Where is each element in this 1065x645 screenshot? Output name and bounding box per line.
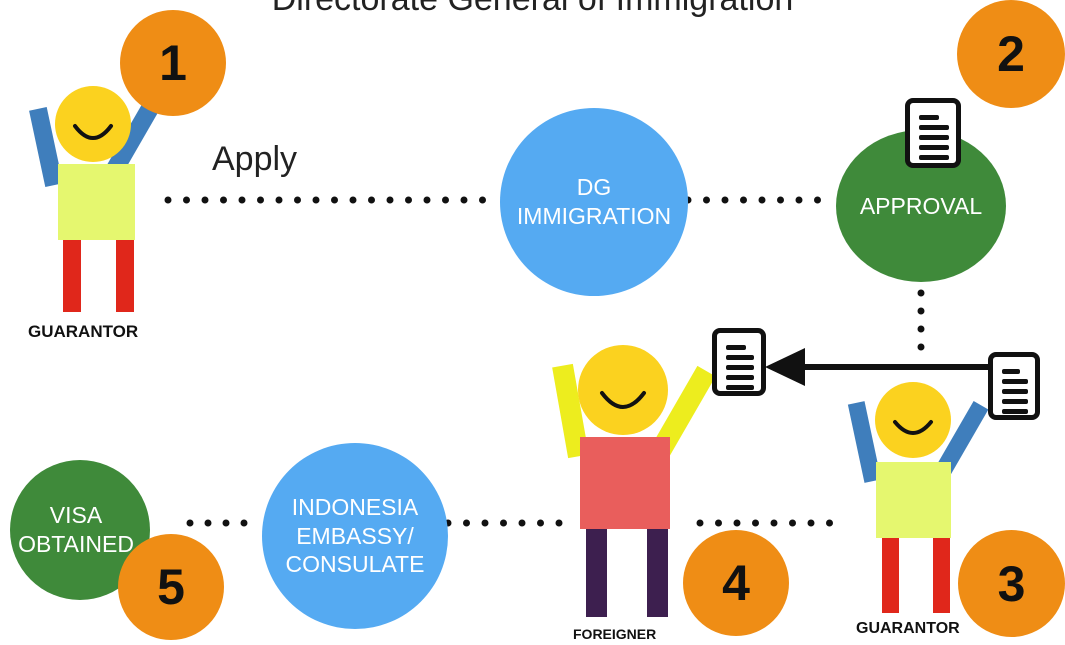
smiley-face [578,345,668,435]
person-torso [580,437,670,529]
document-icon [905,98,961,168]
diagram-title: Directorate General of Immigration [0,0,1065,19]
person-leg-right [933,538,950,613]
person-torso [876,462,951,538]
document-icon [712,328,766,396]
person-leg-right [116,240,134,312]
person-leg-left [63,240,81,312]
step-5-badge: 5 [118,534,224,640]
person-torso [58,164,135,240]
foreigner-label: FOREIGNER [573,626,657,642]
person-leg-left [882,538,899,613]
smiley-face [55,86,131,162]
embassy-consulate-node: INDONESIA EMBASSY/ CONSULATE [262,443,448,629]
guarantor-left-label: GUARANTOR [28,322,139,341]
person-leg-left [586,529,607,617]
step-3-badge: 3 [958,530,1065,637]
guarantor-right-label: GUARANTOR [856,620,960,637]
dg-immigration-node: DG IMMIGRATION [500,108,688,296]
step-4-badge: 4 [683,530,789,636]
step-1-badge: 1 [120,10,226,116]
apply-label: Apply [212,140,298,178]
document-icon [988,352,1040,420]
smiley-face [875,382,951,458]
person-leg-right [647,529,668,617]
approval-node: APPROVAL [836,130,1006,282]
arrow-left-icon [765,348,805,386]
step-2-badge: 2 [957,0,1065,108]
